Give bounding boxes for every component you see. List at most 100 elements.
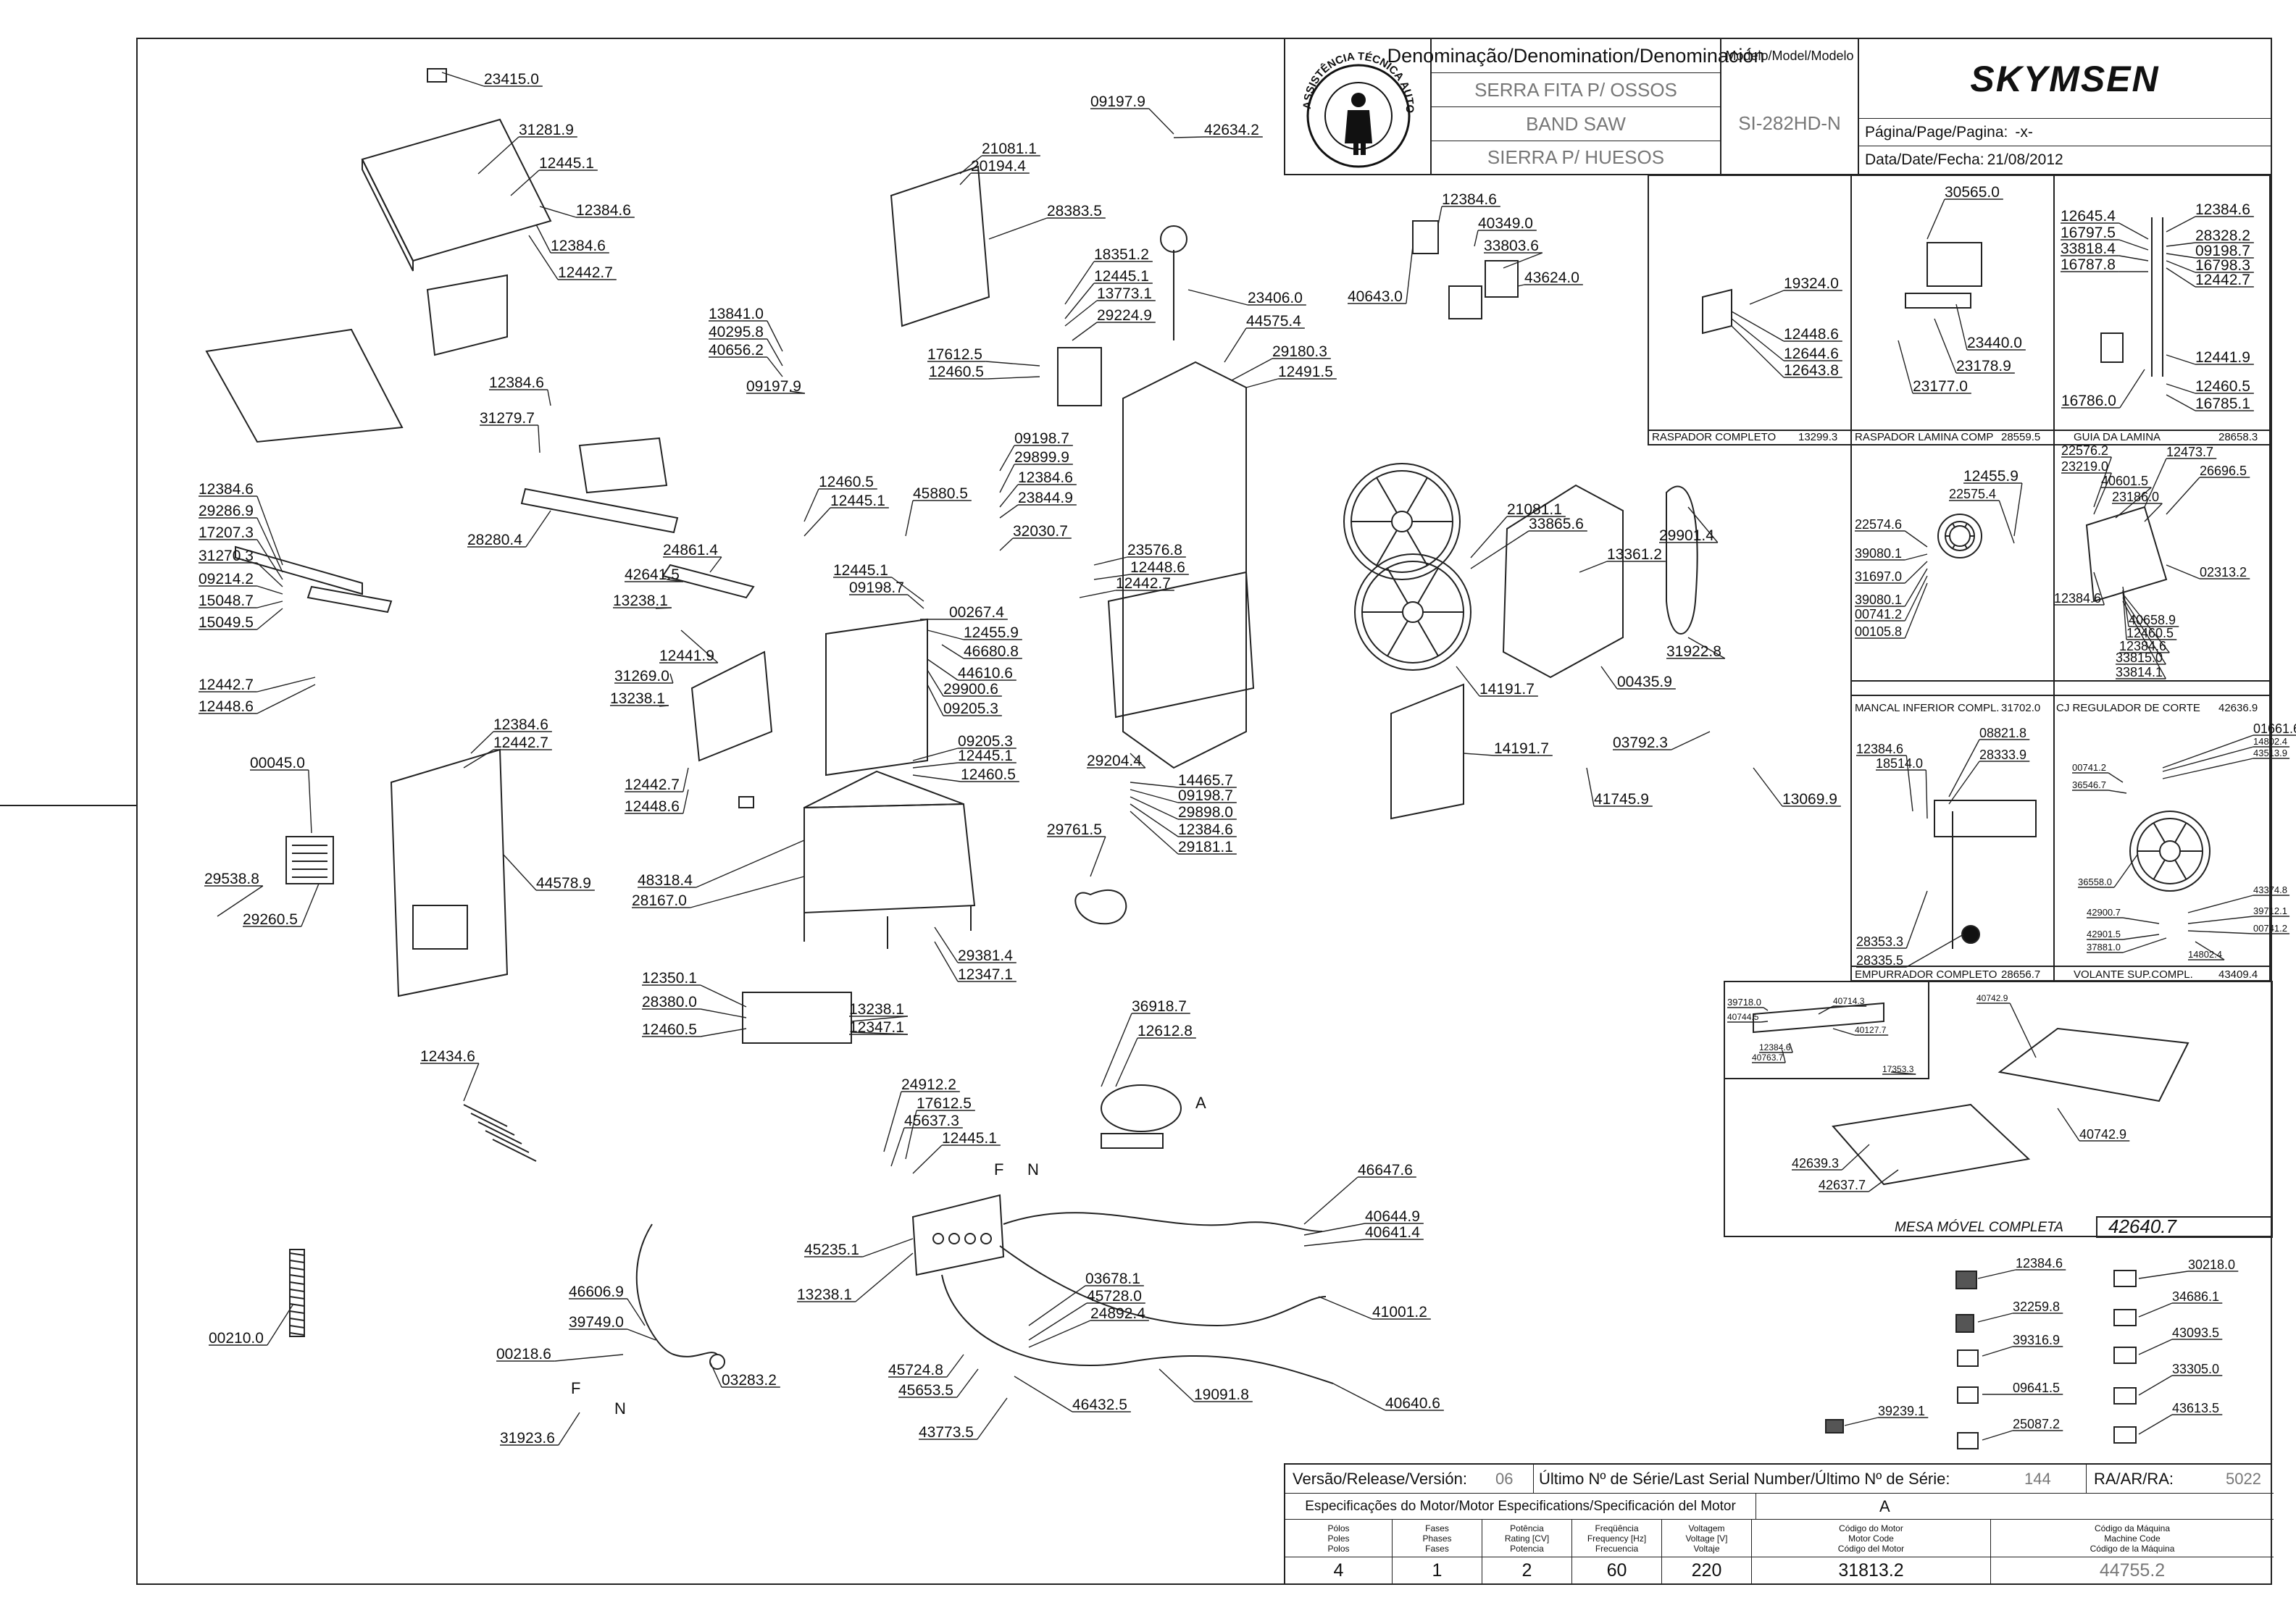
part-number-label: 29901.4	[1659, 527, 1714, 544]
leader-line	[2093, 456, 2112, 508]
part-number-label: 12384.6	[2195, 201, 2250, 218]
coil	[289, 1252, 305, 1256]
leader-line	[1955, 304, 1968, 351]
part-number-label: 29260.5	[243, 911, 298, 928]
part-number-label: 30565.0	[1945, 184, 2000, 201]
leader-line	[463, 749, 494, 769]
part-number-label: 12455.9	[964, 624, 1019, 641]
part-number-label: 45724.8	[888, 1362, 943, 1378]
part-number-label: 03792.3	[1613, 734, 1668, 751]
spec-header-2: Potência Rating [CV] Potencia	[1482, 1520, 1572, 1557]
serial-label: Último Nº de Série/Last Serial Number/Úl…	[1539, 1469, 1950, 1488]
leader-line	[1904, 575, 1928, 621]
wheel-hub	[2159, 840, 2181, 862]
leader-line	[1474, 230, 1479, 247]
motor-spec-title: Especificações do Motor/Motor Especifica…	[1285, 1494, 1756, 1520]
spec-header-5: Código do Motor Motor Code Código del Mo…	[1752, 1520, 1991, 1557]
part-number-label: 39712.1	[2253, 905, 2287, 916]
leader-line	[2013, 482, 2023, 537]
leader-line	[1130, 803, 1179, 837]
leader-line	[891, 577, 924, 602]
spec-value-5: 31813.2	[1752, 1557, 1991, 1583]
switch	[964, 1233, 976, 1244]
leader-line	[1090, 836, 1106, 877]
leader-line	[709, 556, 722, 573]
part-number-label: 12384.6	[2054, 591, 2101, 606]
leader-line	[927, 669, 944, 697]
decal-1	[1955, 1314, 1974, 1333]
leader-line	[999, 464, 1015, 493]
part-number-label: 09197.9	[746, 378, 801, 395]
leader-line	[2122, 937, 2167, 953]
leader-line	[1818, 1005, 1834, 1015]
part-number-label: 46647.6	[1358, 1162, 1413, 1179]
wheel-cover-right	[1502, 484, 1624, 679]
part-number-label: 44610.6	[958, 665, 1013, 682]
part-number-label: 12645.4	[2061, 208, 2116, 225]
leader-line	[1093, 574, 1131, 580]
coil	[289, 1274, 305, 1278]
part-number-label: 40643.0	[1348, 288, 1403, 305]
part-number-label: 12350.1	[642, 970, 697, 987]
leader-line	[1948, 761, 1980, 805]
release-label: Versão/Release/Versión:	[1293, 1469, 1467, 1488]
leader-line	[1586, 767, 1595, 807]
leader-line	[1130, 796, 1179, 820]
leader-line	[988, 217, 1048, 240]
tension-knob	[1160, 225, 1187, 253]
leader-line	[1904, 568, 1928, 607]
leader-line	[862, 1238, 914, 1257]
leader-line	[1028, 1302, 1088, 1341]
leader-line	[767, 356, 783, 377]
part-number-label: 17207.3	[199, 524, 254, 541]
part-number-label: 12442.7	[199, 677, 254, 693]
part-number-label: 31923.6	[500, 1430, 555, 1447]
leader-line	[1072, 322, 1098, 341]
leader-line	[1579, 561, 1608, 573]
part-number-label: 29181.1	[1178, 839, 1233, 855]
leader-line	[1115, 1037, 1138, 1087]
part-number-label: 12441.9	[2195, 349, 2250, 366]
part-number-label: 39749.0	[569, 1314, 624, 1331]
leader-line	[1130, 789, 1179, 803]
leader-line	[2122, 934, 2160, 940]
part-number-label: 32259.8	[2013, 1299, 2060, 1314]
part-number-label: 40742.9	[2079, 1127, 2126, 1142]
part-number-label: 12460.5	[2195, 378, 2250, 395]
vent-grille	[285, 836, 334, 884]
part-number-label: 15048.7	[199, 593, 254, 609]
leader-line	[789, 390, 805, 394]
part-number-label: 40601.5	[2101, 474, 2148, 488]
detail-caption: MESA MÓVEL COMPLETA	[1895, 1219, 2063, 1235]
leader-line	[1470, 530, 1529, 569]
wheel-spoke	[1417, 567, 1439, 604]
part-number-label: 40744.5	[1727, 1012, 1759, 1022]
leader-line	[1130, 811, 1179, 855]
leader-line	[2138, 1375, 2173, 1396]
leader-line	[855, 1252, 914, 1302]
detail-caption: GUIA DA LAMINA	[2074, 431, 2161, 443]
part-number-label: 24912.2	[901, 1076, 956, 1093]
leader-line	[1868, 1169, 1899, 1192]
part-number-label: 18351.2	[1094, 246, 1149, 263]
part-number-label: 25087.2	[2013, 1417, 2060, 1431]
scraper-plate	[1905, 293, 1971, 309]
leader-line	[927, 658, 959, 681]
leader-line	[1064, 300, 1098, 327]
wheel-spoke	[1406, 530, 1428, 566]
part-number-label: 09641.5	[2013, 1381, 2060, 1395]
leader-line	[1905, 755, 1913, 812]
leader-line	[538, 424, 540, 453]
screw-pack	[463, 1104, 508, 1127]
part-number-label: 17353.3	[1882, 1064, 1914, 1074]
coil	[289, 1318, 305, 1321]
leader-line	[2138, 1302, 2173, 1318]
part-number-label: 42900.7	[2087, 907, 2121, 918]
leader-line	[1926, 198, 1945, 240]
part-number-label: 29180.3	[1272, 343, 1327, 360]
date-value: 21/08/2012	[1987, 151, 2063, 168]
part-number-label: 12384.6	[489, 374, 544, 391]
coiled-tube	[289, 1249, 305, 1337]
leader-line	[2138, 1271, 2189, 1279]
part-number-label: 12384.6	[551, 238, 606, 254]
